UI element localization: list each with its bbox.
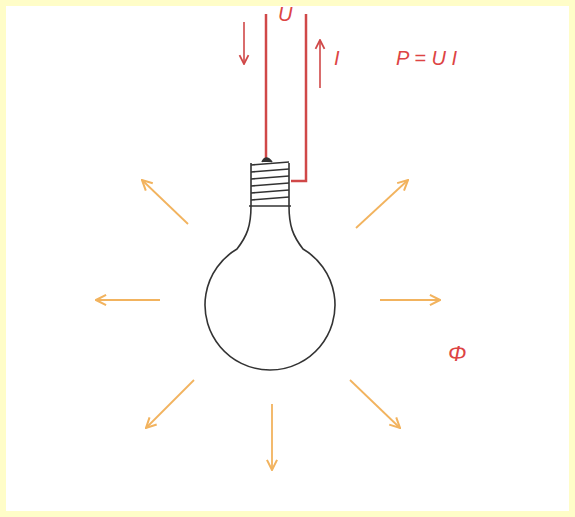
supply-wires: [266, 14, 306, 181]
power-formula: P = U I: [396, 48, 457, 68]
voltage-symbol: U: [278, 4, 292, 24]
u-i-arrows: [244, 22, 320, 88]
light-rays: [96, 180, 440, 470]
current-symbol: I: [334, 48, 340, 68]
flux-symbol: Φ: [448, 343, 466, 365]
white-ground: [6, 6, 569, 511]
bulb: [205, 158, 335, 370]
